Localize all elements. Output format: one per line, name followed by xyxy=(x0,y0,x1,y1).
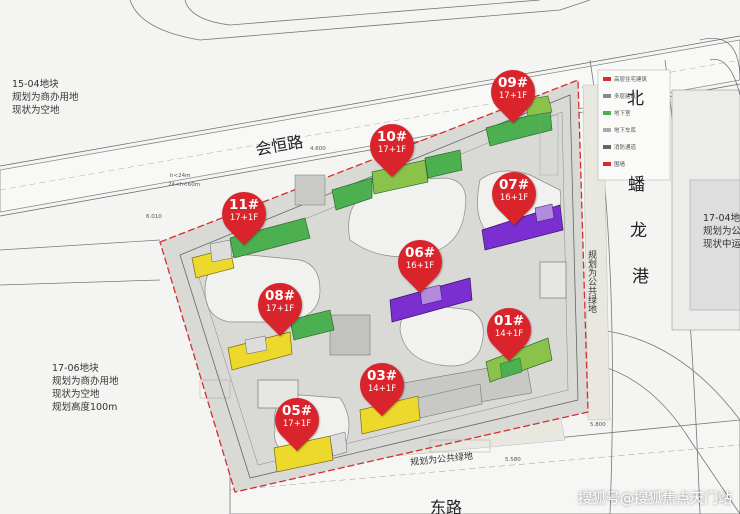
building-06 xyxy=(389,277,473,323)
legend-box xyxy=(597,69,671,181)
parcel-note-east: 17-04地 规划为公 现状中运 xyxy=(703,213,740,250)
curved-road-north xyxy=(129,0,591,41)
legend-item-3: 地下室 xyxy=(614,111,631,117)
marker-building-05[interactable]: 05# 17+1F xyxy=(265,388,329,452)
marker-building-07[interactable]: 07# 16+1F xyxy=(482,162,546,226)
marker-building-10[interactable]: 10# 17+1F xyxy=(360,114,424,178)
height-limit-note-2: 24<h<60m xyxy=(168,182,201,188)
marker-building-03[interactable]: 03# 14+1F xyxy=(350,353,414,417)
canal-char-3: 龙 xyxy=(630,221,647,241)
canal-char-1: 北 xyxy=(627,89,644,109)
parcel-note-west: 17-06地块 规划为商办用地 现状为空地 规划高度100m xyxy=(52,363,119,413)
building-10 xyxy=(331,149,463,211)
building-08 xyxy=(227,309,335,371)
canal-char-4: 港 xyxy=(632,267,649,287)
legend-item-6: 围墙 xyxy=(614,162,626,168)
marker-building-11[interactable]: 11# 17+1F xyxy=(212,182,276,246)
legend-item-5: 消防通道 xyxy=(614,145,637,151)
building-01 xyxy=(485,337,553,383)
fire-lane xyxy=(179,94,579,479)
height-limit-note-1: h<24m xyxy=(170,173,191,179)
legend-item-4: 地下车库 xyxy=(614,128,637,134)
marker-building-08[interactable]: 08# 17+1F xyxy=(248,273,312,337)
watermark: 搜狐号@搜狐焦点天门站 xyxy=(578,491,732,507)
dim-label-3: 5.580 xyxy=(505,457,521,463)
dim-label-1: 4.600 xyxy=(310,146,326,152)
building-07 xyxy=(481,203,564,251)
south-road xyxy=(229,419,740,514)
site-boundary xyxy=(159,79,589,493)
legend-item-1: 高层住宅建筑 xyxy=(614,77,648,83)
dim-label-4: 5.800 xyxy=(590,422,606,428)
marker-building-09[interactable]: 09# 17+1F xyxy=(481,60,545,124)
legend-item-2: 多层建筑 xyxy=(614,94,637,100)
marker-building-01[interactable]: 01# 14+1F xyxy=(477,298,541,362)
building-11 xyxy=(191,217,311,279)
building-05 xyxy=(273,431,348,473)
road-name-south: 东路 xyxy=(430,498,463,514)
building-03 xyxy=(359,383,483,435)
parcel-note-nw: 15-04地块 规划为商办用地 现状为空地 xyxy=(12,79,79,116)
marker-building-06[interactable]: 06# 16+1F xyxy=(388,230,452,294)
green-belt-east-label: 规划为公共绿地 xyxy=(586,250,596,313)
canal-char-2: 蟠 xyxy=(628,175,645,195)
dim-label-2: 6.010 xyxy=(146,214,162,220)
